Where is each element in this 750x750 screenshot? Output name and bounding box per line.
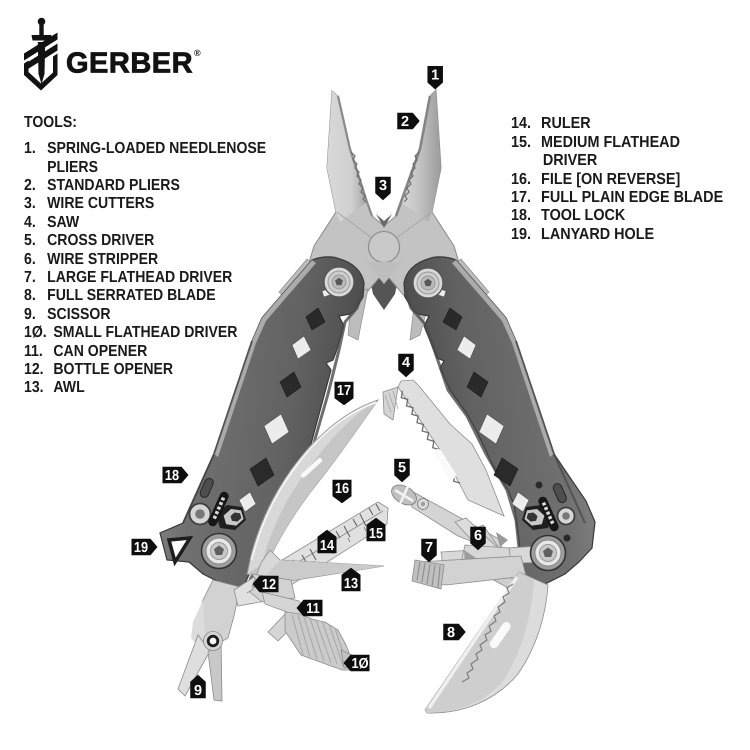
svg-text:1Ø: 1Ø <box>351 656 368 672</box>
svg-text:12: 12 <box>262 577 276 593</box>
svg-text:18: 18 <box>165 468 179 484</box>
svg-text:GERBER: GERBER <box>66 48 193 80</box>
svg-text:®: ® <box>194 48 201 58</box>
svg-text:9: 9 <box>194 683 202 699</box>
svg-text:15: 15 <box>369 526 383 542</box>
svg-text:7: 7 <box>425 540 433 556</box>
svg-text:19: 19 <box>134 540 148 556</box>
svg-text:8: 8 <box>447 625 455 641</box>
svg-text:4: 4 <box>402 355 410 371</box>
svg-text:1: 1 <box>431 67 439 83</box>
svg-text:3: 3 <box>379 178 387 194</box>
svg-text:6: 6 <box>474 528 482 544</box>
svg-text:11: 11 <box>306 601 320 617</box>
svg-text:14: 14 <box>320 538 334 554</box>
svg-text:16: 16 <box>335 481 349 497</box>
svg-text:2: 2 <box>401 114 409 130</box>
svg-text:5: 5 <box>398 460 406 476</box>
svg-text:17: 17 <box>337 383 351 399</box>
svg-text:13: 13 <box>344 576 358 592</box>
